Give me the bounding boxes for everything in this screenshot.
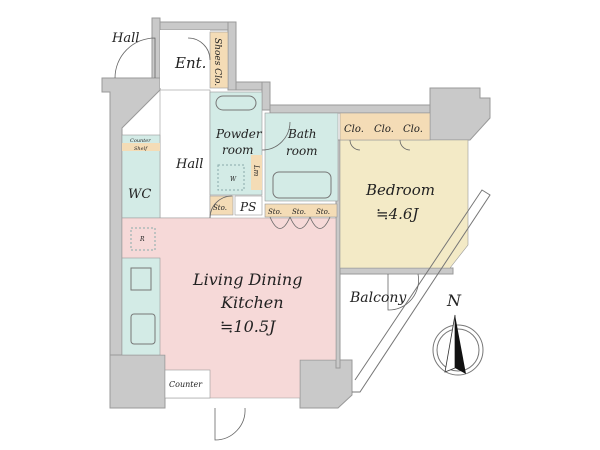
storage xyxy=(209,195,234,216)
bath-storage-label: Sto. xyxy=(268,208,282,216)
ldk-size: ≒10.5J xyxy=(220,317,277,336)
counter-label: Counter xyxy=(169,380,203,389)
bedroom-size: ≒4.6J xyxy=(376,205,419,223)
sink xyxy=(215,95,257,111)
ps-label: PS xyxy=(239,200,256,214)
balcony-railing xyxy=(352,189,491,393)
kitchen-sink-icon xyxy=(130,313,156,345)
stove-icon xyxy=(130,267,152,291)
bedroom-label: Bedroom xyxy=(365,181,435,199)
refrigerator-space xyxy=(130,227,156,251)
doors[interactable] xyxy=(114,37,419,441)
compass-label: N xyxy=(446,291,462,310)
powder-room-label-1: Powder xyxy=(215,127,263,141)
bath-room-label-1: Bath xyxy=(287,127,317,141)
north-arrow-icon: N xyxy=(432,291,484,376)
ldk-label-2: Kitchen xyxy=(220,293,284,312)
storage-label: Sto. xyxy=(213,204,227,212)
balcony-label: Balcony xyxy=(349,290,407,306)
bath-room xyxy=(264,112,339,202)
hall-outer-label: Hall xyxy=(111,31,139,46)
closet-label: Clo. xyxy=(403,124,423,135)
washer-label: W xyxy=(230,176,237,183)
closets xyxy=(339,112,431,141)
wc-shelf-label: Shelf xyxy=(134,146,148,152)
wc-shelf xyxy=(122,143,160,151)
bath-storage-label: Sto. xyxy=(316,208,330,216)
bathtub xyxy=(272,171,332,199)
entrance-label: Ent. xyxy=(174,54,206,72)
laundry-label: Lm xyxy=(252,164,260,177)
laundry xyxy=(251,155,262,190)
closet-label: Clo. xyxy=(374,124,394,135)
bath-room-label-2: room xyxy=(286,144,318,158)
shoes-closet-label: Shoes Clo. xyxy=(212,38,222,86)
entrance xyxy=(160,30,210,88)
kitchen-counter xyxy=(121,257,161,356)
hall-label: Hall xyxy=(175,157,203,172)
washer-space xyxy=(217,164,245,191)
counter-box xyxy=(164,369,211,399)
bedroom-area xyxy=(339,139,469,269)
closet-label: Clo. xyxy=(344,124,364,135)
wc-counter-label: Counter xyxy=(130,138,151,144)
bath-storage xyxy=(264,203,338,218)
wc-label: WC xyxy=(128,187,151,202)
pipe-space xyxy=(234,195,263,216)
powder-room-label-2: room xyxy=(222,143,254,157)
hall-area xyxy=(159,89,211,219)
refrigerator-label: R xyxy=(139,236,145,243)
ldk-label-1: Living Dining xyxy=(192,270,302,289)
bath-storage-label: Sto. xyxy=(292,208,306,216)
